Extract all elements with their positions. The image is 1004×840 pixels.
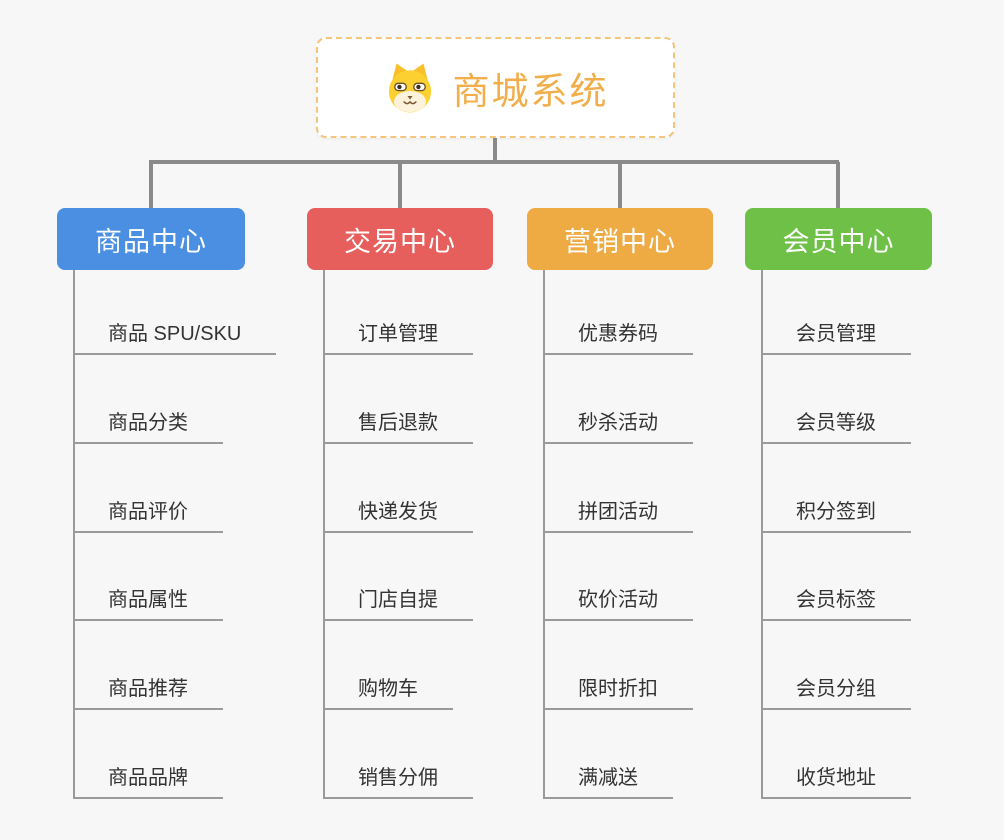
child-label: 会员分组 — [796, 678, 876, 701]
connector-drop — [618, 162, 622, 208]
child-label: 商品分类 — [108, 411, 188, 434]
list-item[interactable]: 商品属性 — [75, 533, 223, 622]
child-label: 售后退款 — [358, 411, 438, 434]
child-label: 拼团活动 — [578, 500, 658, 523]
branch-label: 会员中心 — [782, 226, 895, 257]
connector-drop — [398, 162, 402, 208]
list-item[interactable]: 会员等级 — [763, 355, 911, 444]
branch-children: 会员管理 会员等级 积分签到 会员标签 会员分组 收货地址 — [761, 270, 911, 799]
list-item[interactable]: 优惠券码 — [545, 270, 693, 355]
branch-0: 商品中心 商品 SPU/SKU 商品分类 商品评价 商品属性 商品推荐 商品品牌 — [57, 208, 277, 799]
list-item[interactable]: 会员管理 — [763, 270, 911, 355]
child-label: 购物车 — [358, 678, 418, 701]
list-item[interactable]: 积分签到 — [763, 444, 911, 533]
connector-drop — [149, 162, 153, 208]
child-label: 订单管理 — [358, 323, 438, 345]
list-item[interactable]: 拼团活动 — [545, 444, 693, 533]
list-item[interactable]: 满减送 — [545, 710, 673, 799]
connector-bus — [149, 160, 839, 164]
child-label: 积分签到 — [796, 500, 876, 523]
child-label: 商品推荐 — [108, 678, 188, 701]
list-item[interactable]: 购物车 — [325, 621, 453, 711]
list-item[interactable]: 商品分类 — [75, 355, 223, 444]
child-label: 会员管理 — [796, 323, 876, 345]
child-label: 会员等级 — [796, 411, 876, 434]
child-label: 门店自提 — [358, 589, 438, 612]
list-item[interactable]: 订单管理 — [325, 270, 473, 355]
list-item[interactable]: 会员分组 — [763, 621, 911, 711]
list-item[interactable]: 销售分佣 — [325, 710, 473, 799]
list-item[interactable]: 限时折扣 — [545, 621, 693, 711]
branch-1: 交易中心 订单管理 售后退款 快递发货 门店自提 购物车 销售分佣 — [307, 208, 493, 799]
child-label: 快递发货 — [358, 500, 438, 523]
child-label: 砍价活动 — [578, 589, 658, 612]
branch-children: 优惠券码 秒杀活动 拼团活动 砍价活动 限时折扣 满减送 — [543, 270, 693, 799]
child-label: 满减送 — [578, 766, 638, 789]
child-label: 限时折扣 — [578, 678, 658, 701]
branch-header-2[interactable]: 营销中心 — [527, 208, 713, 270]
branch-3: 会员中心 会员管理 会员等级 积分签到 会员标签 会员分组 收货地址 — [745, 208, 932, 799]
branch-label: 营销中心 — [564, 226, 676, 257]
list-item[interactable]: 门店自提 — [325, 533, 473, 622]
root-node[interactable]: 商城系统 — [316, 37, 675, 138]
list-item[interactable]: 秒杀活动 — [545, 355, 693, 444]
child-label: 优惠券码 — [578, 323, 658, 345]
branch-children: 订单管理 售后退款 快递发货 门店自提 购物车 销售分佣 — [323, 270, 473, 799]
list-item[interactable]: 收货地址 — [763, 710, 911, 799]
branch-2: 营销中心 优惠券码 秒杀活动 拼团活动 砍价活动 限时折扣 满减送 — [527, 208, 713, 799]
list-item[interactable]: 商品评价 — [75, 444, 223, 533]
branch-label: 商品中心 — [95, 226, 207, 257]
connector-root-drop — [493, 138, 497, 163]
child-label: 商品属性 — [108, 589, 188, 612]
dog-icon — [388, 63, 431, 112]
child-label: 商品评价 — [108, 500, 188, 523]
branch-header-0[interactable]: 商品中心 — [57, 208, 245, 270]
child-label: 收货地址 — [796, 766, 876, 789]
branch-children: 商品 SPU/SKU 商品分类 商品评价 商品属性 商品推荐 商品品牌 — [73, 270, 277, 799]
child-label: 商品 SPU/SKU — [108, 323, 242, 345]
list-item[interactable]: 快递发货 — [325, 444, 473, 533]
list-item[interactable]: 砍价活动 — [545, 533, 693, 622]
child-label: 秒杀活动 — [578, 411, 658, 434]
root-title: 商城系统 — [452, 70, 609, 112]
child-label: 会员标签 — [796, 589, 876, 612]
branch-header-1[interactable]: 交易中心 — [307, 208, 493, 270]
connector-drop — [836, 162, 840, 208]
list-item[interactable]: 商品 SPU/SKU — [75, 270, 277, 355]
list-item[interactable]: 售后退款 — [325, 355, 473, 444]
child-label: 销售分佣 — [358, 766, 438, 789]
branch-header-3[interactable]: 会员中心 — [745, 208, 932, 270]
list-item[interactable]: 会员标签 — [763, 533, 911, 622]
list-item[interactable]: 商品推荐 — [75, 621, 223, 711]
child-label: 商品品牌 — [108, 766, 188, 789]
branch-label: 交易中心 — [344, 226, 456, 257]
list-item[interactable]: 商品品牌 — [75, 710, 223, 799]
